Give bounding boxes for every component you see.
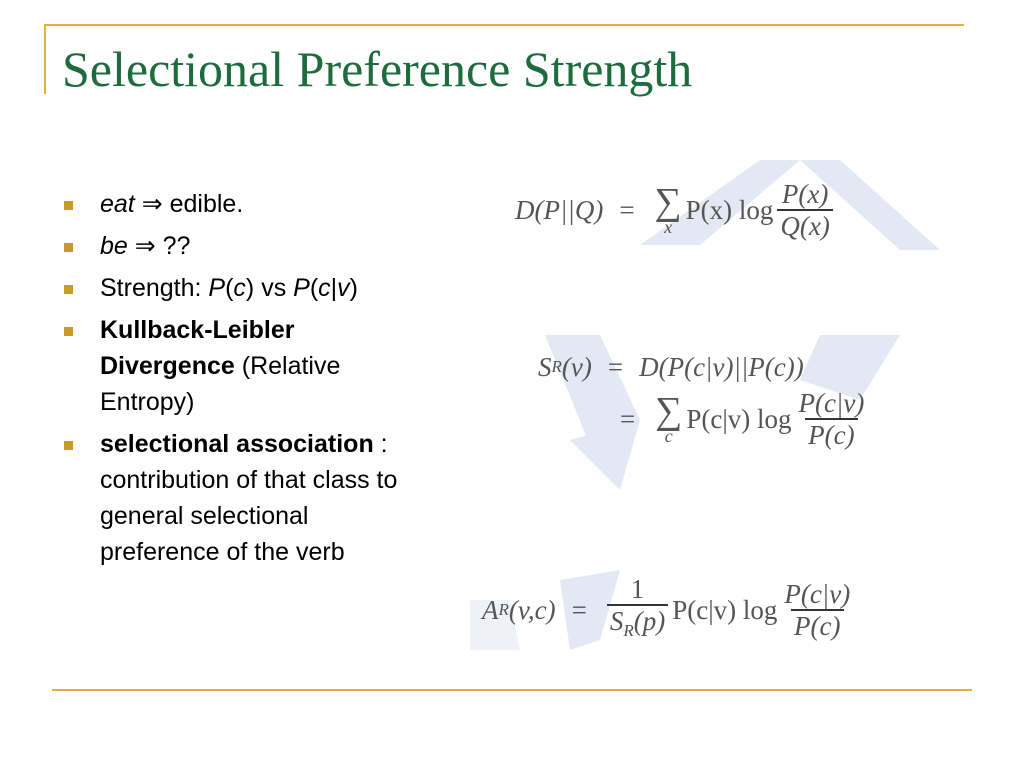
- sr-body: P(c|v) log: [686, 403, 792, 434]
- kl-fraction: P(x) Q(x): [777, 179, 833, 241]
- strength-paren2: (: [309, 274, 319, 302]
- bullet-be-verb: be: [100, 232, 128, 260]
- kl-lhs: D(P||Q): [515, 194, 604, 225]
- kl-entropy: Entropy): [100, 388, 195, 416]
- left-rule: [44, 24, 46, 94]
- strength-v: v: [337, 274, 350, 302]
- bullet-kl: Kullback-Leibler Divergence (Relative En…: [62, 312, 482, 420]
- sr-denominator: P(c): [805, 418, 858, 450]
- ar-fraction2: P(c|v) P(c): [781, 579, 853, 641]
- ar-body: P(c|v) log: [672, 594, 778, 625]
- ar-fraction1: 1 SR(p): [606, 574, 669, 646]
- slide-title: Selectional Preference Strength: [62, 41, 693, 97]
- kl-equals: =: [619, 194, 635, 225]
- strength-close: ): [349, 274, 358, 302]
- bullet-list: eat ⇒ edible. be ⇒ ?? Strength: P(c) vs …: [62, 186, 482, 576]
- ar-den1-arg: (p): [633, 606, 666, 636]
- sr-equals: =: [607, 351, 624, 382]
- strength-vs: ) vs: [245, 274, 294, 302]
- bullet-eat-verb: eat: [100, 190, 135, 218]
- sa-colon: :: [373, 430, 388, 458]
- sa-line3: general selectional: [100, 502, 309, 530]
- kl-sum-index: x: [664, 217, 673, 237]
- strength-p2: P: [293, 274, 310, 302]
- bullet-eat-text: ⇒ edible.: [134, 190, 244, 218]
- kl-equation: D(P||Q) = ∑x P(x) log P(x) Q(x): [515, 179, 837, 241]
- bullet-marker: [64, 441, 73, 450]
- sr-rhs1: D(P(c|v)||P(c)): [639, 351, 804, 382]
- bullet-marker: [64, 285, 73, 294]
- sr-equals2: =: [620, 403, 636, 434]
- ar-lhs-arg: (v,c): [508, 594, 556, 625]
- sa-term: selectional association: [100, 430, 374, 458]
- sr-sum: ∑c: [655, 390, 683, 446]
- strength-c1: c: [233, 274, 246, 302]
- ar-numerator1: 1: [630, 574, 645, 604]
- strength-bar: |: [330, 274, 338, 302]
- bullet-marker: [64, 201, 73, 210]
- strength-c2: c: [318, 274, 331, 302]
- kl-body: P(x) log: [685, 194, 774, 225]
- bullet-be: be ⇒ ??: [62, 228, 482, 264]
- bullet-marker: [64, 243, 73, 252]
- sr-lhs-s: S: [538, 351, 552, 382]
- ar-numerator2: P(c|v): [784, 579, 851, 609]
- bullet-strength-text: Strength:: [100, 274, 209, 302]
- sr-lhs-sub: R: [551, 357, 562, 376]
- sa-line2: contribution of that class to: [100, 466, 398, 494]
- ar-den1-sub: R: [623, 621, 634, 640]
- ar-denominator2: P(c): [791, 609, 844, 641]
- kl-term-line1: Kullback-Leibler: [100, 316, 295, 344]
- kl-numerator: P(x): [781, 179, 829, 209]
- bullet-strength: Strength: P(c) vs P(c|v): [62, 270, 482, 306]
- top-rule: [44, 24, 964, 26]
- kl-denominator: Q(x): [777, 209, 833, 241]
- bullet-be-text: ⇒ ??: [127, 232, 191, 260]
- sa-line4: preference of the verb: [100, 538, 345, 566]
- bottom-rule: [52, 689, 972, 691]
- ar-lhs-a: A: [482, 594, 499, 625]
- ar-equals: =: [571, 594, 587, 625]
- strength-paren: (: [225, 274, 234, 302]
- ar-den1-s: S: [609, 606, 624, 636]
- bullet-marker: [64, 327, 73, 336]
- kl-sum: ∑x: [654, 181, 682, 237]
- sr-fraction: P(c|v) P(c): [795, 388, 867, 450]
- kl-relative: (Relative: [234, 352, 341, 380]
- bullet-eat: eat ⇒ edible.: [62, 186, 482, 222]
- sr-sum-index: c: [664, 426, 673, 446]
- kl-term-line2: Divergence: [100, 352, 235, 380]
- bullet-selectional-association: selectional association : contribution o…: [62, 426, 482, 570]
- strength-p1: P: [208, 274, 226, 302]
- ar-lhs-sub: R: [498, 600, 509, 619]
- sr-lhs-arg: (v): [561, 351, 592, 382]
- sr-numerator: P(c|v): [798, 388, 865, 418]
